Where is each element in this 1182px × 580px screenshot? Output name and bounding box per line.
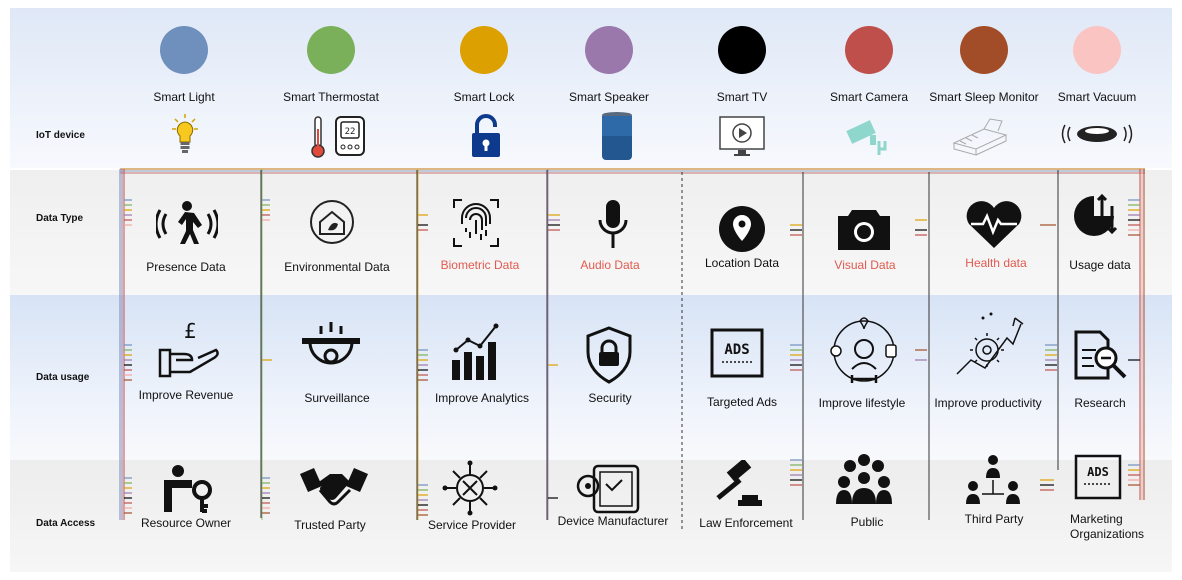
network-people-icon bbox=[966, 455, 1020, 504]
handshake-icon bbox=[300, 468, 368, 506]
device-label: Smart Vacuum bbox=[1057, 90, 1137, 104]
data-access-label: Service Provider bbox=[427, 518, 517, 532]
device-circle-smart-lock bbox=[460, 26, 508, 74]
owner-key-icon bbox=[164, 465, 212, 513]
svg-text:ADS: ADS bbox=[1087, 465, 1109, 479]
data-access-label: Public bbox=[850, 515, 884, 529]
pound-hand-icon: £ bbox=[158, 319, 219, 378]
research-icon bbox=[1074, 330, 1127, 380]
svg-text:22: 22 bbox=[345, 127, 356, 137]
device-label: Smart TV bbox=[716, 90, 768, 104]
sleep-monitor-icon bbox=[952, 118, 1008, 156]
data-type-label: Biometric Data bbox=[440, 258, 520, 272]
microphone-icon bbox=[598, 200, 628, 248]
data-type-label: Health data bbox=[965, 256, 1027, 270]
gavel-icon bbox=[716, 460, 762, 506]
tv-icon bbox=[719, 116, 765, 156]
device-circle-smart-sleep-monitor bbox=[960, 26, 1008, 74]
data-type-label: Environmental Data bbox=[284, 260, 390, 274]
lifestyle-icon bbox=[830, 317, 897, 383]
data-access-label: Resource Owner bbox=[140, 516, 232, 530]
data-access-band bbox=[10, 460, 1172, 572]
data-type-label: Usage data bbox=[1069, 258, 1131, 272]
data-access-label: Marketing Organizations bbox=[1070, 512, 1145, 541]
camera-icon bbox=[838, 210, 890, 250]
lightbulb-icon bbox=[172, 114, 198, 153]
device-label: Smart Sleep Monitor bbox=[929, 90, 1039, 104]
usage-chart-icon bbox=[1074, 193, 1118, 236]
data-usage-label: Research bbox=[1074, 396, 1126, 410]
device-circle-smart-light bbox=[160, 26, 208, 74]
padlock-icon bbox=[472, 114, 500, 157]
svg-text:ADS: ADS bbox=[724, 342, 749, 358]
dome-camera-icon bbox=[302, 322, 360, 365]
data-usage-label: Targeted Ads bbox=[706, 395, 778, 409]
tablet-gear-icon bbox=[576, 464, 640, 514]
crowd-icon bbox=[836, 454, 892, 504]
row-label-data-access: Data Access bbox=[36, 518, 96, 529]
speaker-icon bbox=[602, 112, 632, 160]
data-usage-band bbox=[10, 295, 1172, 460]
location-pin-icon bbox=[719, 206, 765, 252]
device-label: Smart Thermostat bbox=[283, 90, 379, 104]
data-access-label: Device Manufacturer bbox=[557, 514, 669, 528]
walking-person-icon bbox=[156, 201, 218, 244]
thermostat-icon: 22 bbox=[311, 116, 365, 158]
data-usage-label: Improve Revenue bbox=[138, 388, 234, 402]
bar-chart-icon bbox=[452, 323, 499, 380]
robot-vacuum-icon bbox=[1061, 124, 1133, 144]
device-label: Smart Speaker bbox=[568, 90, 650, 104]
data-usage-label: Improve productivity bbox=[934, 396, 1042, 410]
shield-lock-icon bbox=[586, 326, 632, 384]
productivity-icon bbox=[956, 312, 1024, 375]
data-usage-label: Security bbox=[588, 391, 632, 405]
svg-text:£: £ bbox=[184, 319, 197, 343]
ads-icon: ADS bbox=[710, 328, 764, 378]
device-circle-smart-speaker bbox=[585, 26, 633, 74]
data-type-label: Visual Data bbox=[834, 258, 896, 272]
ads-doc-icon: ADS bbox=[1074, 454, 1122, 500]
device-circle-smart-vacuum bbox=[1073, 26, 1121, 74]
data-access-label: Third Party bbox=[964, 512, 1024, 526]
device-circle-smart-tv bbox=[718, 26, 766, 74]
data-usage-label: Improve lifestyle bbox=[818, 396, 906, 410]
row-label-data-usage: Data usage bbox=[36, 372, 90, 383]
data-access-label: Law Enforcement bbox=[699, 516, 793, 530]
heart-pulse-icon bbox=[966, 201, 1022, 248]
data-type-label: Audio Data bbox=[580, 258, 640, 272]
device-label: Smart Lock bbox=[453, 90, 515, 104]
eco-home-icon bbox=[310, 200, 354, 244]
service-gear-icon bbox=[442, 460, 498, 516]
device-circle-smart-camera bbox=[845, 26, 893, 74]
fingerprint-icon bbox=[453, 199, 499, 247]
data-usage-label: Improve Analytics bbox=[434, 391, 530, 405]
device-label: Smart Light bbox=[153, 90, 215, 104]
device-label: Smart Camera bbox=[829, 90, 909, 104]
security-camera-icon bbox=[846, 120, 887, 155]
row-label-iot-device: IoT device bbox=[36, 130, 85, 141]
data-type-label: Presence Data bbox=[146, 260, 226, 274]
data-type-label: Location Data bbox=[704, 256, 780, 270]
row-label-data-type: Data Type bbox=[36, 213, 84, 224]
device-circle-smart-thermostat bbox=[307, 26, 355, 74]
data-access-label: Trusted Party bbox=[294, 518, 366, 532]
data-usage-label: Surveillance bbox=[304, 391, 370, 405]
